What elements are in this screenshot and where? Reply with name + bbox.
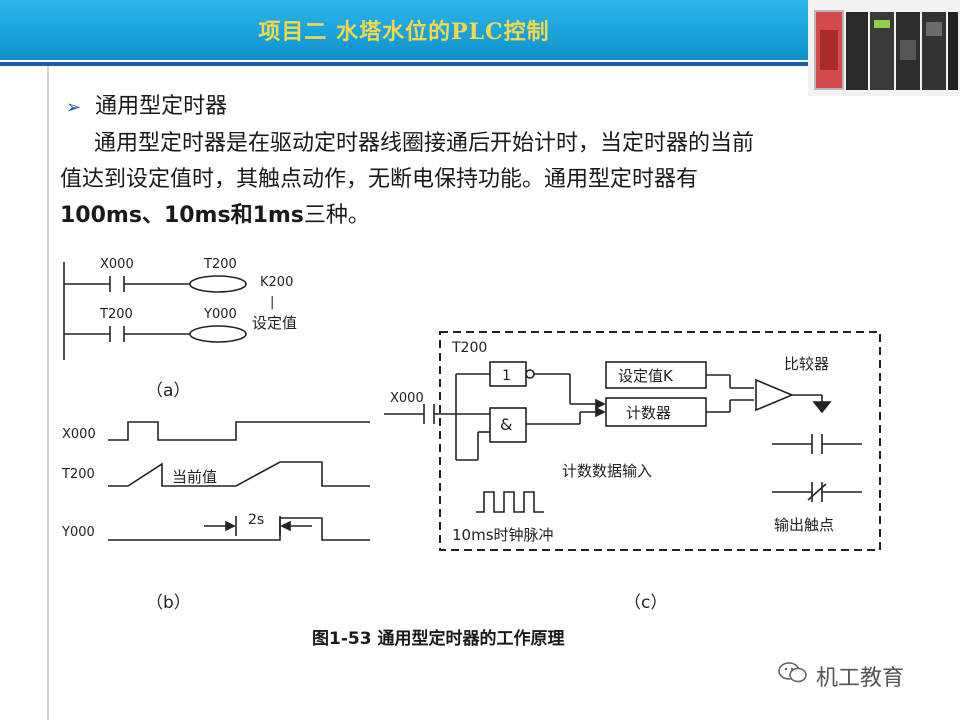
label-b: （b） <box>146 593 191 613</box>
ladder-k200: K200 <box>260 275 293 290</box>
para-line-3: 三种。 <box>303 203 370 228</box>
block-count-data-input: 计数数据输入 <box>562 462 652 480</box>
arrow-bullet-icon: ➢ <box>66 97 82 118</box>
timer-block-diagram <box>384 331 881 551</box>
block-and-gate: & <box>500 415 512 434</box>
label-a: （a） <box>146 381 191 401</box>
block-output-contacts: 输出触点 <box>774 516 834 534</box>
block-x000: X000 <box>390 391 424 406</box>
para-line-2: 值达到设定值时，其触点动作，无断电保持功能。通用型定时器有 <box>60 167 699 192</box>
ladder-y000: Y000 <box>203 307 237 322</box>
body-paragraph: 通用型定时器是在驱动定时器线圈接通后开始计时，当定时器的当前 值达到设定值时，其… <box>60 126 920 234</box>
block-t200: T200 <box>451 340 487 356</box>
timing-y000: Y000 <box>61 525 95 540</box>
block-clock-pulse: 10ms时钟脉冲 <box>452 526 554 544</box>
ladder-dash: | <box>270 295 274 310</box>
para-line-1: 通用型定时器是在驱动定时器线圈接通后开始计时，当定时器的当前 <box>94 131 755 156</box>
timing-t200: T200 <box>61 467 95 482</box>
slide-title: 项目二 水塔水位的PLC控制 <box>258 19 550 45</box>
label-c: （c） <box>624 593 668 613</box>
block-not-gate: 1 <box>502 368 511 384</box>
left-margin-rule <box>47 66 49 720</box>
ladder-t200-contact: T200 <box>99 307 133 322</box>
block-counter: 计数器 <box>626 404 671 422</box>
ladder-setvalue: 设定值 <box>252 314 297 332</box>
plc-hardware-image <box>808 0 960 96</box>
bullet-text: 通用型定时器 <box>95 94 228 119</box>
block-comparator: 比较器 <box>784 355 829 373</box>
bullet-heading: ➢ 通用型定时器 <box>66 88 227 120</box>
ladder-diagram <box>63 262 247 360</box>
figure-caption: 图1-53 通用型定时器的工作原理 <box>312 629 565 649</box>
watermark: 机工教育 <box>778 660 904 692</box>
title-bar: 项目二 水塔水位的PLC控制 <box>0 0 808 60</box>
title-underline <box>0 62 808 66</box>
block-setvalue-k: 设定值K <box>618 367 674 385</box>
timing-current-value: 当前值 <box>172 468 217 486</box>
ladder-t200-coil: T200 <box>203 257 237 272</box>
watermark-text: 机工教育 <box>816 666 905 691</box>
wechat-icon <box>778 661 808 691</box>
para-line-3-bold: 100ms、10ms和1ms <box>60 203 304 228</box>
timing-delay: 2s <box>248 512 264 528</box>
timing-diagram <box>108 421 370 541</box>
timing-x000: X000 <box>62 427 96 442</box>
ladder-x000: X000 <box>100 257 134 272</box>
